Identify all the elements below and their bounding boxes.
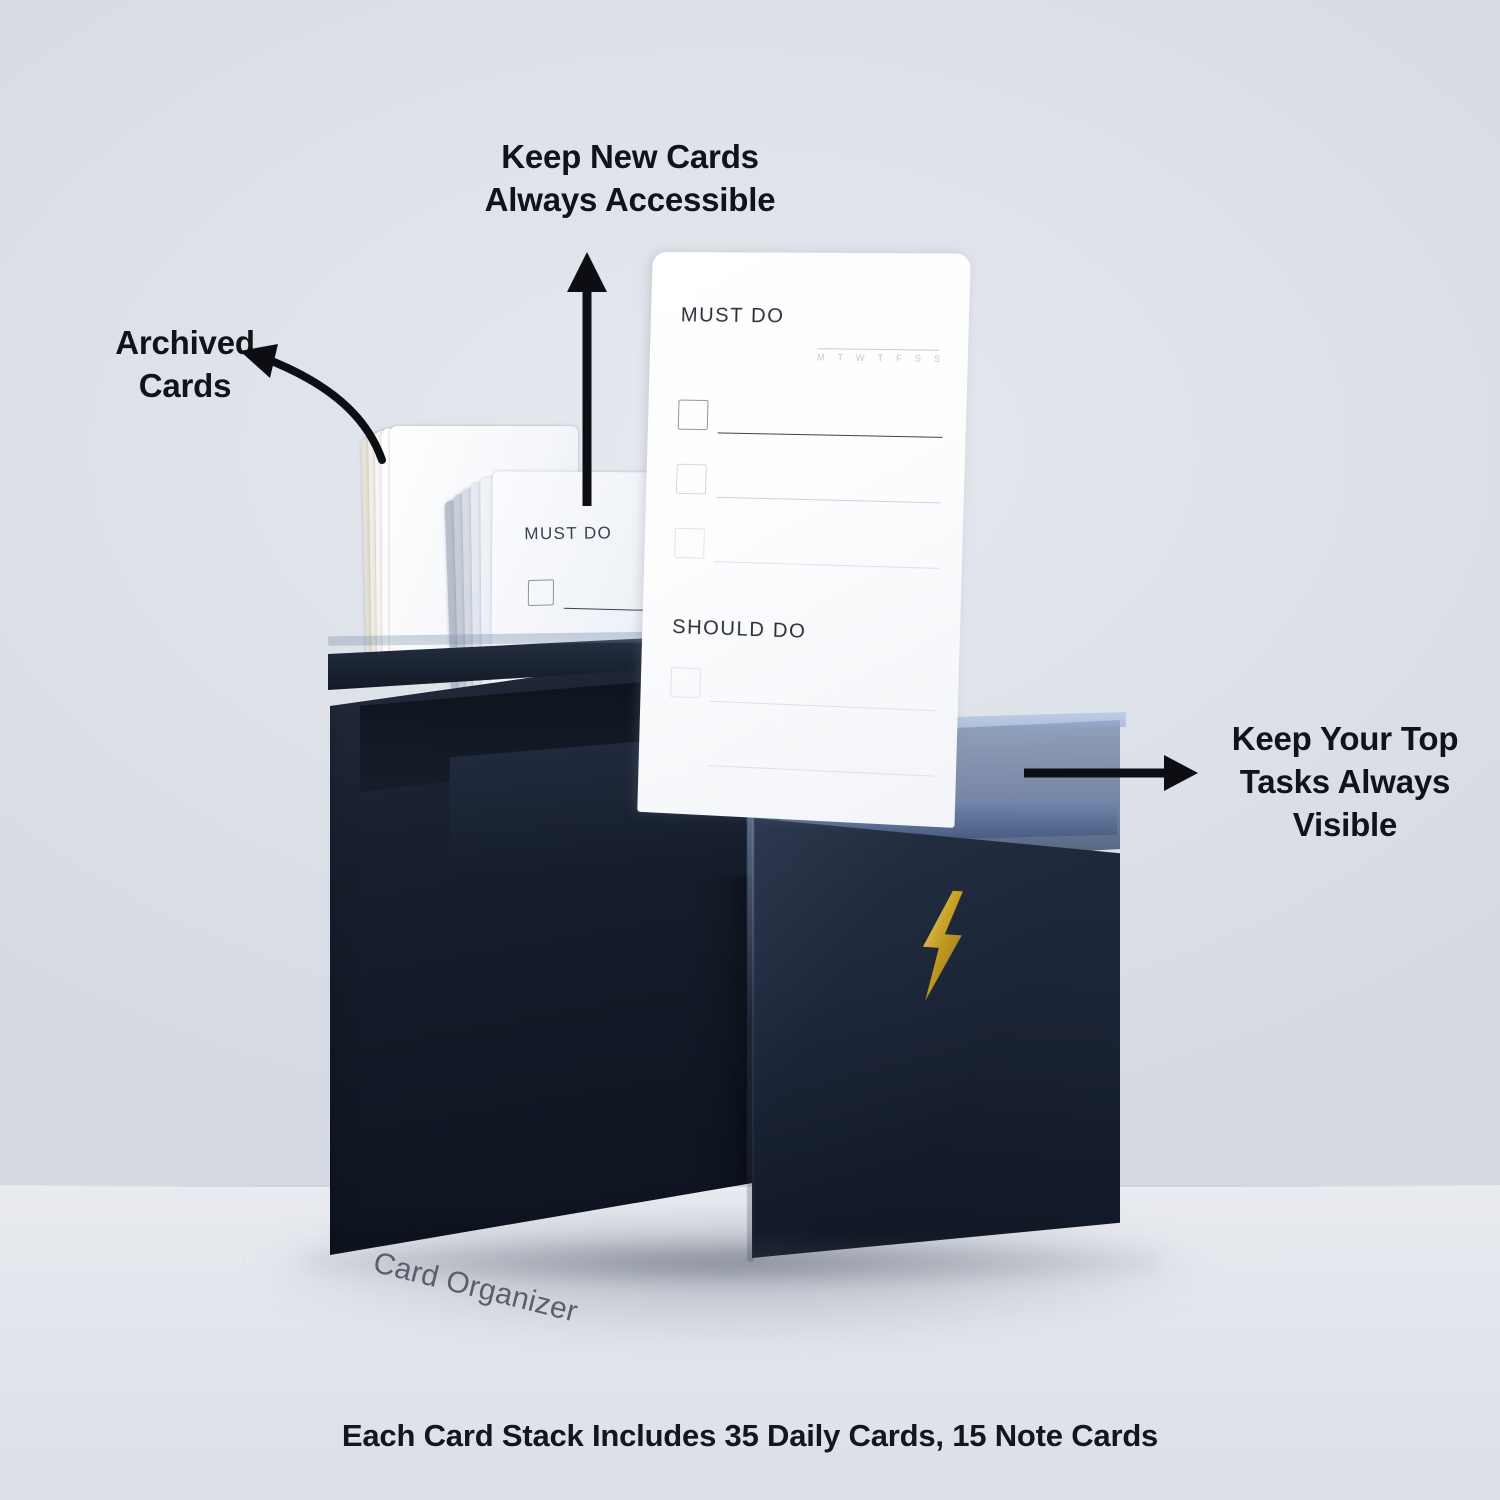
card-must-do-heading: MUST DO (680, 304, 785, 328)
annotation-right-line3: Visible (1292, 805, 1398, 843)
day-letter-s1: S (914, 353, 922, 364)
day-letter-m1: M (816, 352, 826, 363)
must-do-row-1 (677, 394, 943, 464)
product-contact-shadow (300, 1238, 1160, 1286)
arrow-right-icon (1024, 755, 1198, 791)
annotation-archived-cards: Archived Cards (60, 322, 310, 408)
day-letter-w: W (855, 352, 866, 364)
bottom-caption: Each Card Stack Includes 35 Daily Cards,… (341, 1418, 1159, 1453)
arrow-up-icon (567, 252, 607, 506)
annotation-keep-new-cards: Keep New Cards Always Accessible (430, 136, 830, 222)
annotation-top-line2: Always Accessible (484, 180, 776, 218)
annotation-right-line2: Tasks Always (1239, 762, 1451, 800)
should-do-row-1 (669, 661, 935, 737)
write-line (710, 700, 935, 712)
annotation-right-line1: Keep Your Top (1231, 720, 1459, 757)
day-letter-t2: T (877, 353, 884, 364)
checkbox-icon (674, 527, 705, 559)
must-do-row-2 (675, 458, 941, 529)
annotation-left-line1: Archived (115, 324, 255, 361)
write-line (714, 561, 939, 569)
must-do-row-3 (673, 522, 939, 595)
day-letter-t1: T (837, 352, 844, 363)
write-line (717, 432, 943, 438)
write-line (715, 496, 941, 504)
card-day-tracker: M T W T F S S (817, 348, 941, 364)
annotation-top-line1: Keep New Cards (501, 138, 759, 175)
annotation-keep-top-tasks: Keep Your Top Tasks Always Visible (1200, 718, 1490, 847)
write-line (708, 765, 933, 777)
checkbox-icon (670, 667, 702, 699)
middle-card-must-do-label: MUST DO (524, 523, 613, 544)
checkbox-icon (675, 463, 707, 495)
should-do-row-2 (668, 725, 933, 802)
arrow-curved-left-icon (240, 344, 386, 464)
checkbox-icon (677, 399, 709, 431)
box-corner-edge-highlight (747, 812, 754, 1262)
front-task-card: MUST DO M T W T F S S (637, 251, 971, 828)
day-tracker-letters: M T W T F S S (817, 349, 941, 364)
box-front-face-sheen (752, 818, 1120, 1258)
annotation-left-line2: Cards (138, 366, 232, 404)
lightning-bolt-icon (922, 890, 963, 1002)
box-front-face (752, 818, 1120, 1258)
day-letter-f: F (895, 353, 903, 364)
day-letter-s2: S (933, 353, 941, 365)
